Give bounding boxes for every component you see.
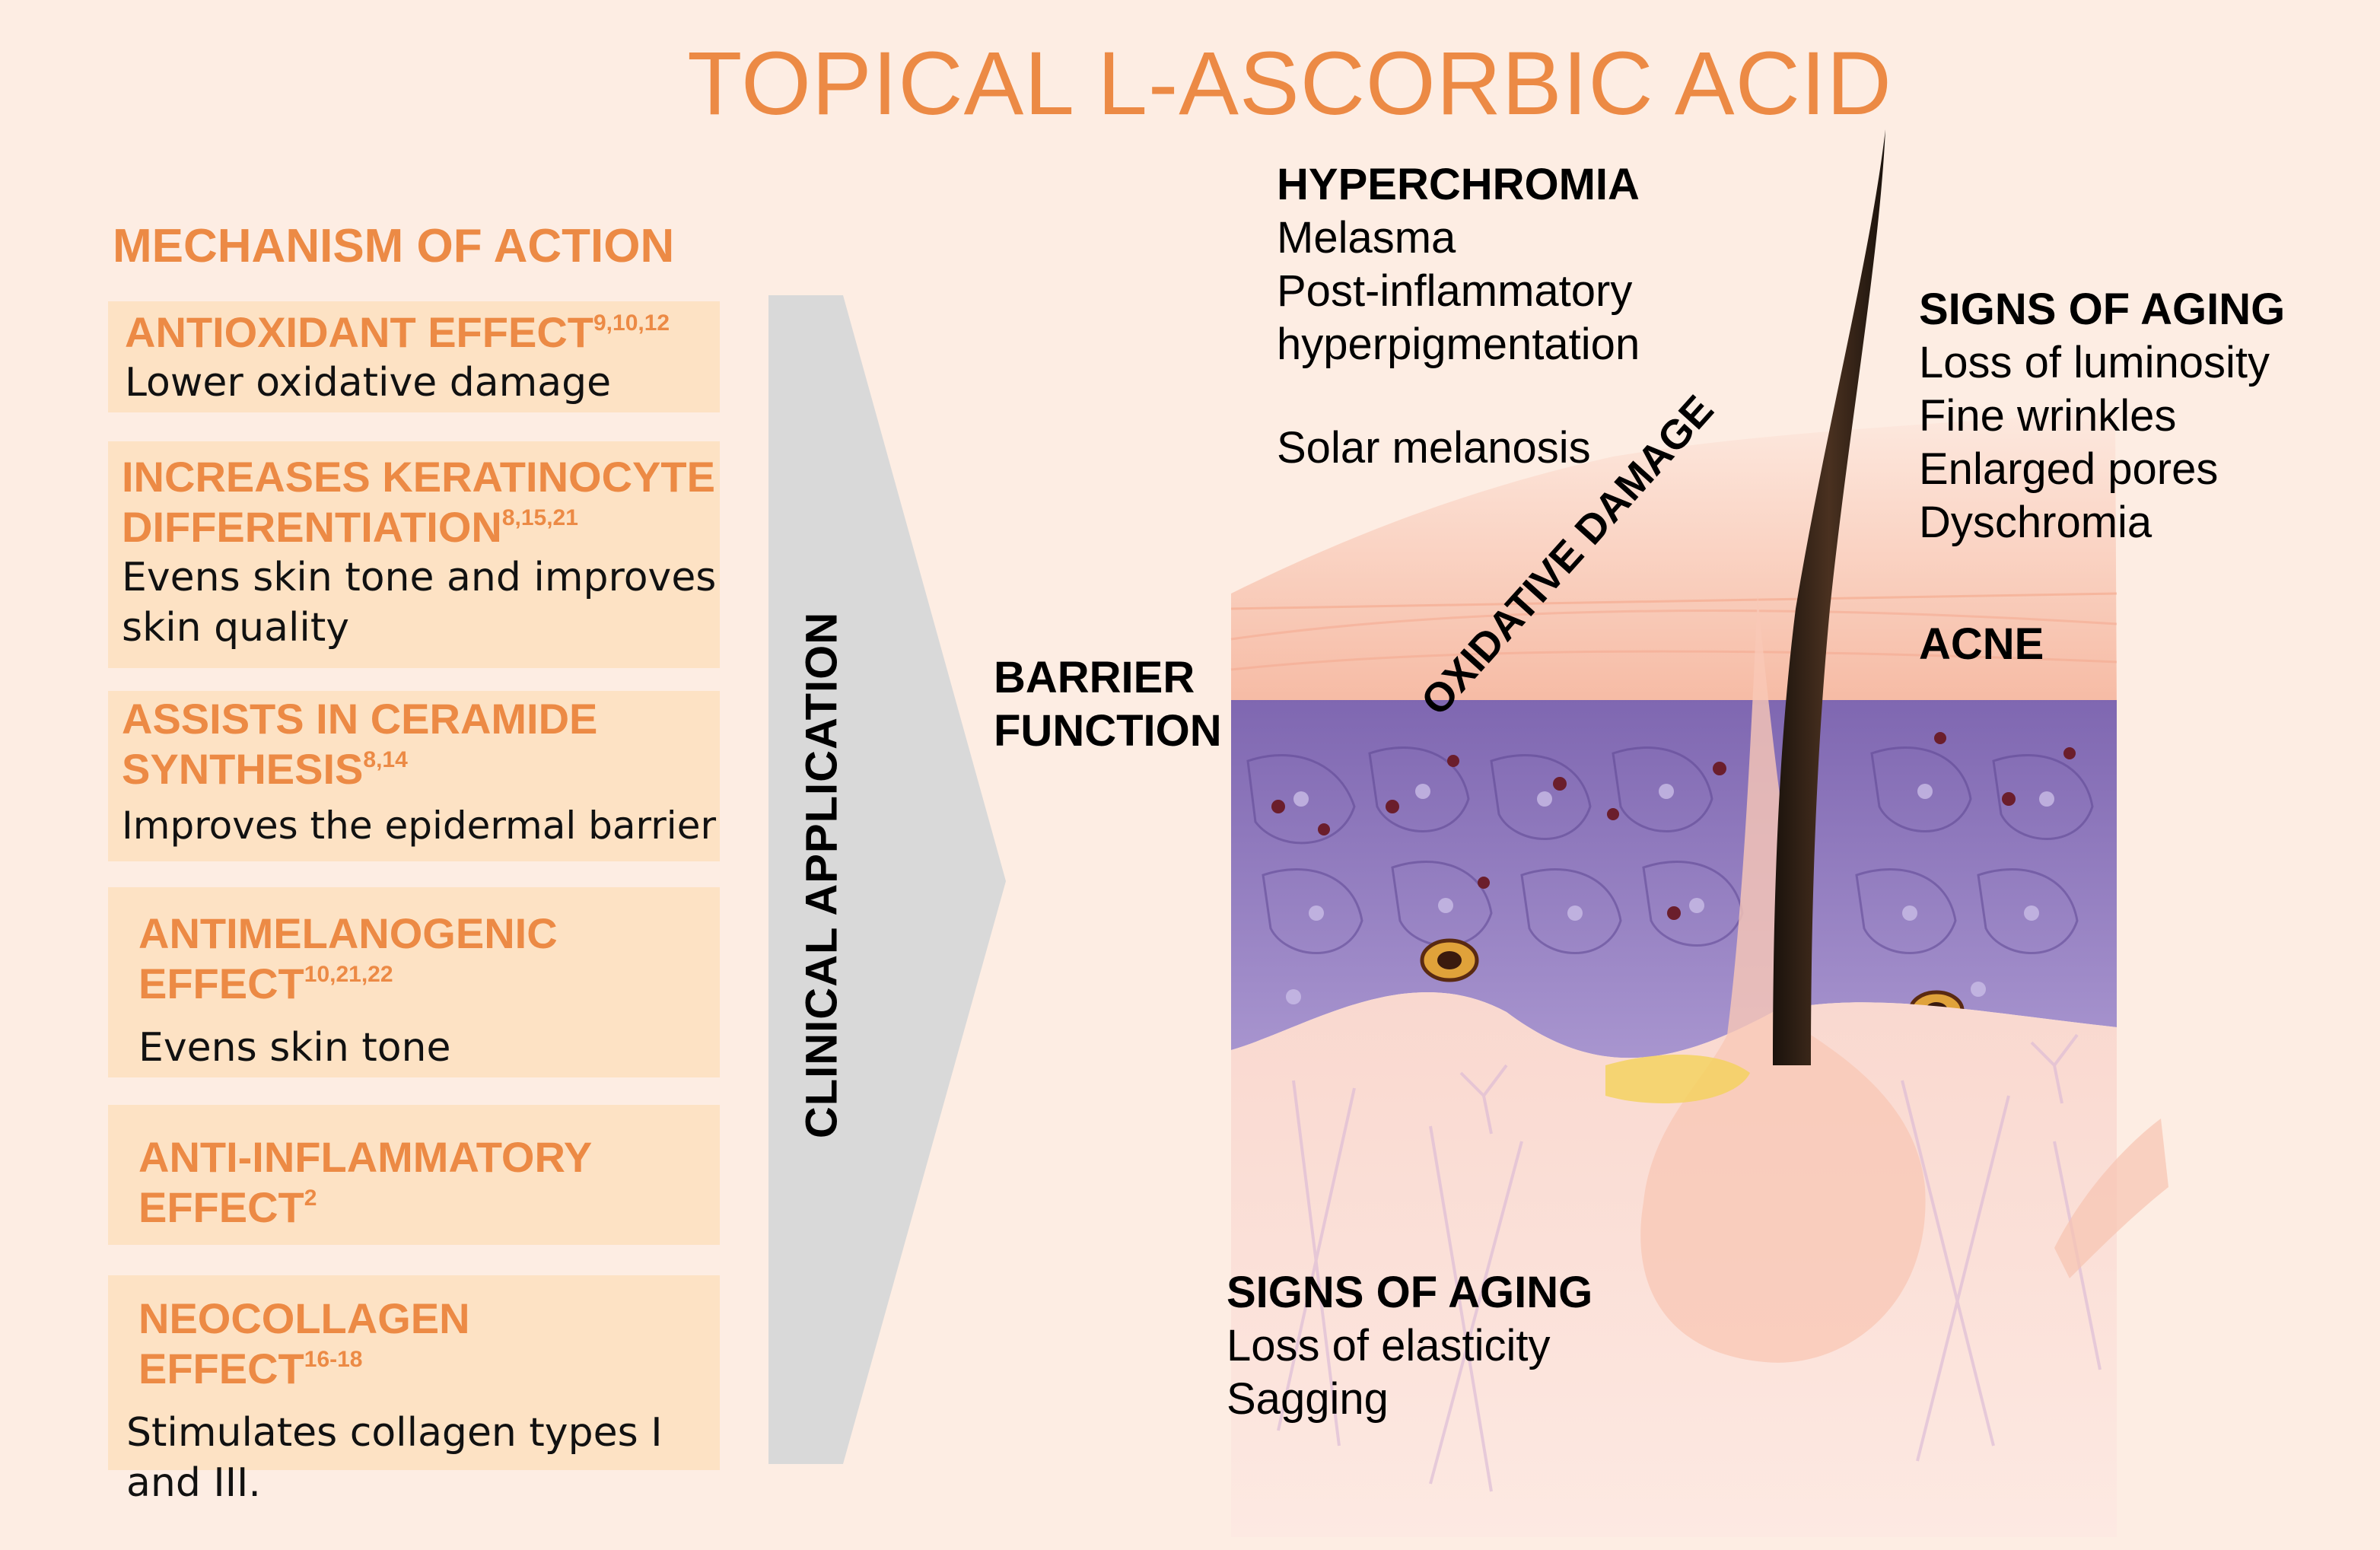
mechanism-description: Stimulates collagen types I and III. — [126, 1410, 663, 1506]
page-title: TOPICAL L-ASCORBIC ACID — [687, 33, 1892, 134]
mechanism-description: Evens skin tone — [138, 1025, 451, 1071]
hyperchromia-heading: HYPERCHROMIA — [1277, 160, 1640, 209]
clinical-application-arrow — [768, 295, 1006, 1464]
mechanism-description: Improves the epidermal barrier — [122, 804, 717, 848]
reference: 16-18 — [304, 1347, 363, 1372]
hair-shaft — [1773, 129, 1885, 1065]
mechanism-box-antioxidant: ANTIOXIDANT EFFECT9,10,12 Lower oxidativ… — [108, 301, 720, 412]
signs-of-aging-top-group: SIGNS OF AGING Loss of luminosity Fine w… — [1919, 283, 2285, 549]
list-item: Post-inflammatory — [1277, 266, 1633, 316]
reference: 10,21,22 — [304, 962, 393, 987]
mechanism-heading: MECHANISM OF ACTION — [113, 220, 675, 272]
list-item: Loss of luminosity — [1919, 338, 2270, 387]
list-item: Sagging — [1227, 1374, 1389, 1424]
reference: 8,14 — [363, 747, 408, 772]
mechanism-description: Lower oxidative damage — [125, 360, 612, 406]
skin-cross-section — [1230, 129, 2168, 1537]
list-item: Melasma — [1277, 213, 1456, 263]
acne-label: ACNE — [1919, 619, 2044, 669]
list-item: hyperpigmentation — [1277, 320, 1640, 369]
signs-of-aging-heading: SIGNS OF AGING — [1227, 1268, 1593, 1317]
signs-of-aging-heading: SIGNS OF AGING — [1919, 285, 2286, 334]
barrier-function-label: BARRIER FUNCTION — [994, 653, 1222, 756]
reference: 2 — [304, 1186, 317, 1211]
reference: 8,15,21 — [501, 505, 578, 530]
list-item: Dyschromia — [1919, 498, 2152, 547]
list-item: Fine wrinkles — [1919, 391, 2177, 441]
signs-of-aging-bottom-group: SIGNS OF AGING Loss of elasticity Saggin… — [1227, 1266, 1592, 1426]
mechanism-title: ANTIOXIDANT EFFECT9,10,12 — [125, 308, 670, 356]
list-item: Enlarged pores — [1919, 444, 2219, 494]
clinical-application-label: CLINICAL APPLICATION — [797, 611, 847, 1139]
reference: 9,10,12 — [593, 310, 670, 336]
list-item: Loss of elasticity — [1227, 1321, 1551, 1370]
hyperchromia-group: HYPERCHROMIA Melasma Post-inflammatory h… — [1277, 158, 1640, 475]
list-item: Solar melanosis — [1277, 423, 1591, 473]
